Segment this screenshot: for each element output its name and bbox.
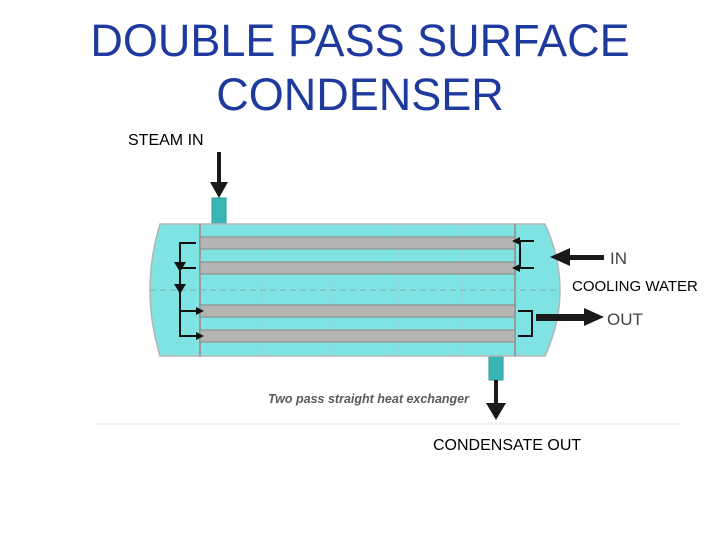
- condensate-outlet-nozzle: [488, 355, 504, 381]
- steam-in-arrow-head: [210, 182, 228, 198]
- steam-in-label: STEAM IN: [128, 132, 204, 149]
- title-line-2: CONDENSER: [216, 69, 504, 120]
- cooling-out-arrow-head: [584, 308, 604, 326]
- cooling-water-label: COOLING WATER: [572, 278, 698, 295]
- diagram-caption: Two pass straight heat exchanger: [268, 392, 470, 406]
- condensate-out-label: CONDENSATE OUT: [433, 437, 582, 454]
- tube: [199, 304, 516, 318]
- right-head: [514, 223, 561, 357]
- cooling-out-label: OUT: [607, 310, 643, 329]
- cooling-out-arrow-shaft: [536, 314, 586, 321]
- flow-arrow-right: [196, 332, 204, 340]
- condensate-arrow-head: [486, 403, 506, 420]
- flow-arrow-left: [512, 264, 520, 272]
- tube: [199, 236, 516, 250]
- tube: [199, 329, 516, 343]
- right-header-flow-in: [519, 240, 534, 269]
- flow-arrow-right: [196, 307, 204, 315]
- condensate-arrow-shaft: [494, 380, 498, 404]
- cooling-in-label: IN: [610, 249, 627, 268]
- flow-arrow-down: [174, 262, 186, 272]
- cooling-in-arrow-head: [550, 248, 570, 266]
- page-title: DOUBLE PASS SURFACE CONDENSER: [0, 14, 720, 122]
- tube: [199, 261, 516, 275]
- flow-arrow-down: [174, 284, 186, 294]
- right-header-flow-out: [518, 310, 533, 337]
- steam-inlet-nozzle: [211, 197, 227, 227]
- title-line-1: DOUBLE PASS SURFACE: [90, 15, 630, 66]
- steam-in-arrow-shaft: [217, 152, 221, 184]
- cooling-in-arrow-shaft: [568, 255, 604, 260]
- flow-arrow-left: [512, 237, 520, 245]
